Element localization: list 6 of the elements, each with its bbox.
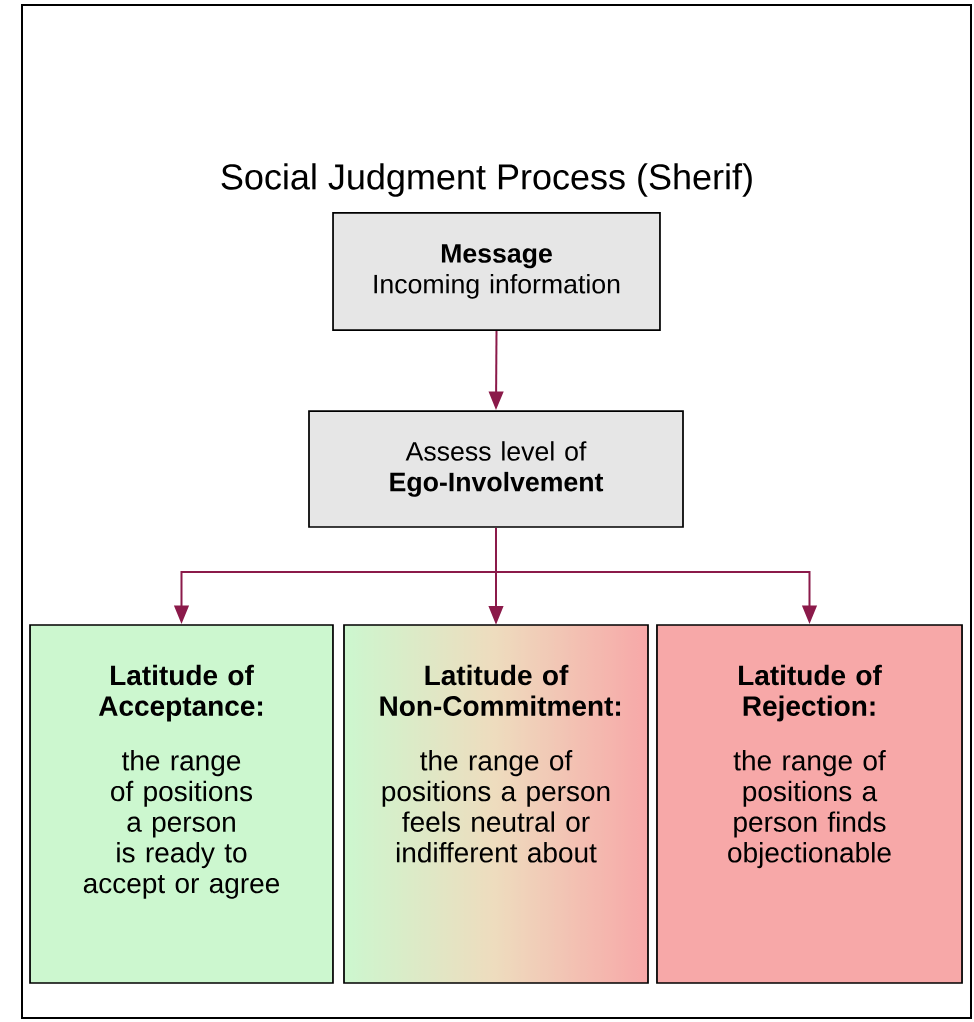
process-box: Message Incoming information	[332, 212, 661, 331]
latitude-box: Latitude of Rejection: the range of positions a person finds objectionable	[656, 624, 963, 984]
title: Social Judgment Process (Sherif)	[221, 163, 752, 197]
latitude-box: Latitude of Acceptance: the range of positions a person is ready to accept or agree	[29, 624, 334, 984]
process-box: Assess level of Ego-Involvement	[308, 410, 684, 528]
latitude-box: Latitude of Non-Commitment: the range of positions a person feels neutral or indifferent about	[343, 624, 649, 984]
